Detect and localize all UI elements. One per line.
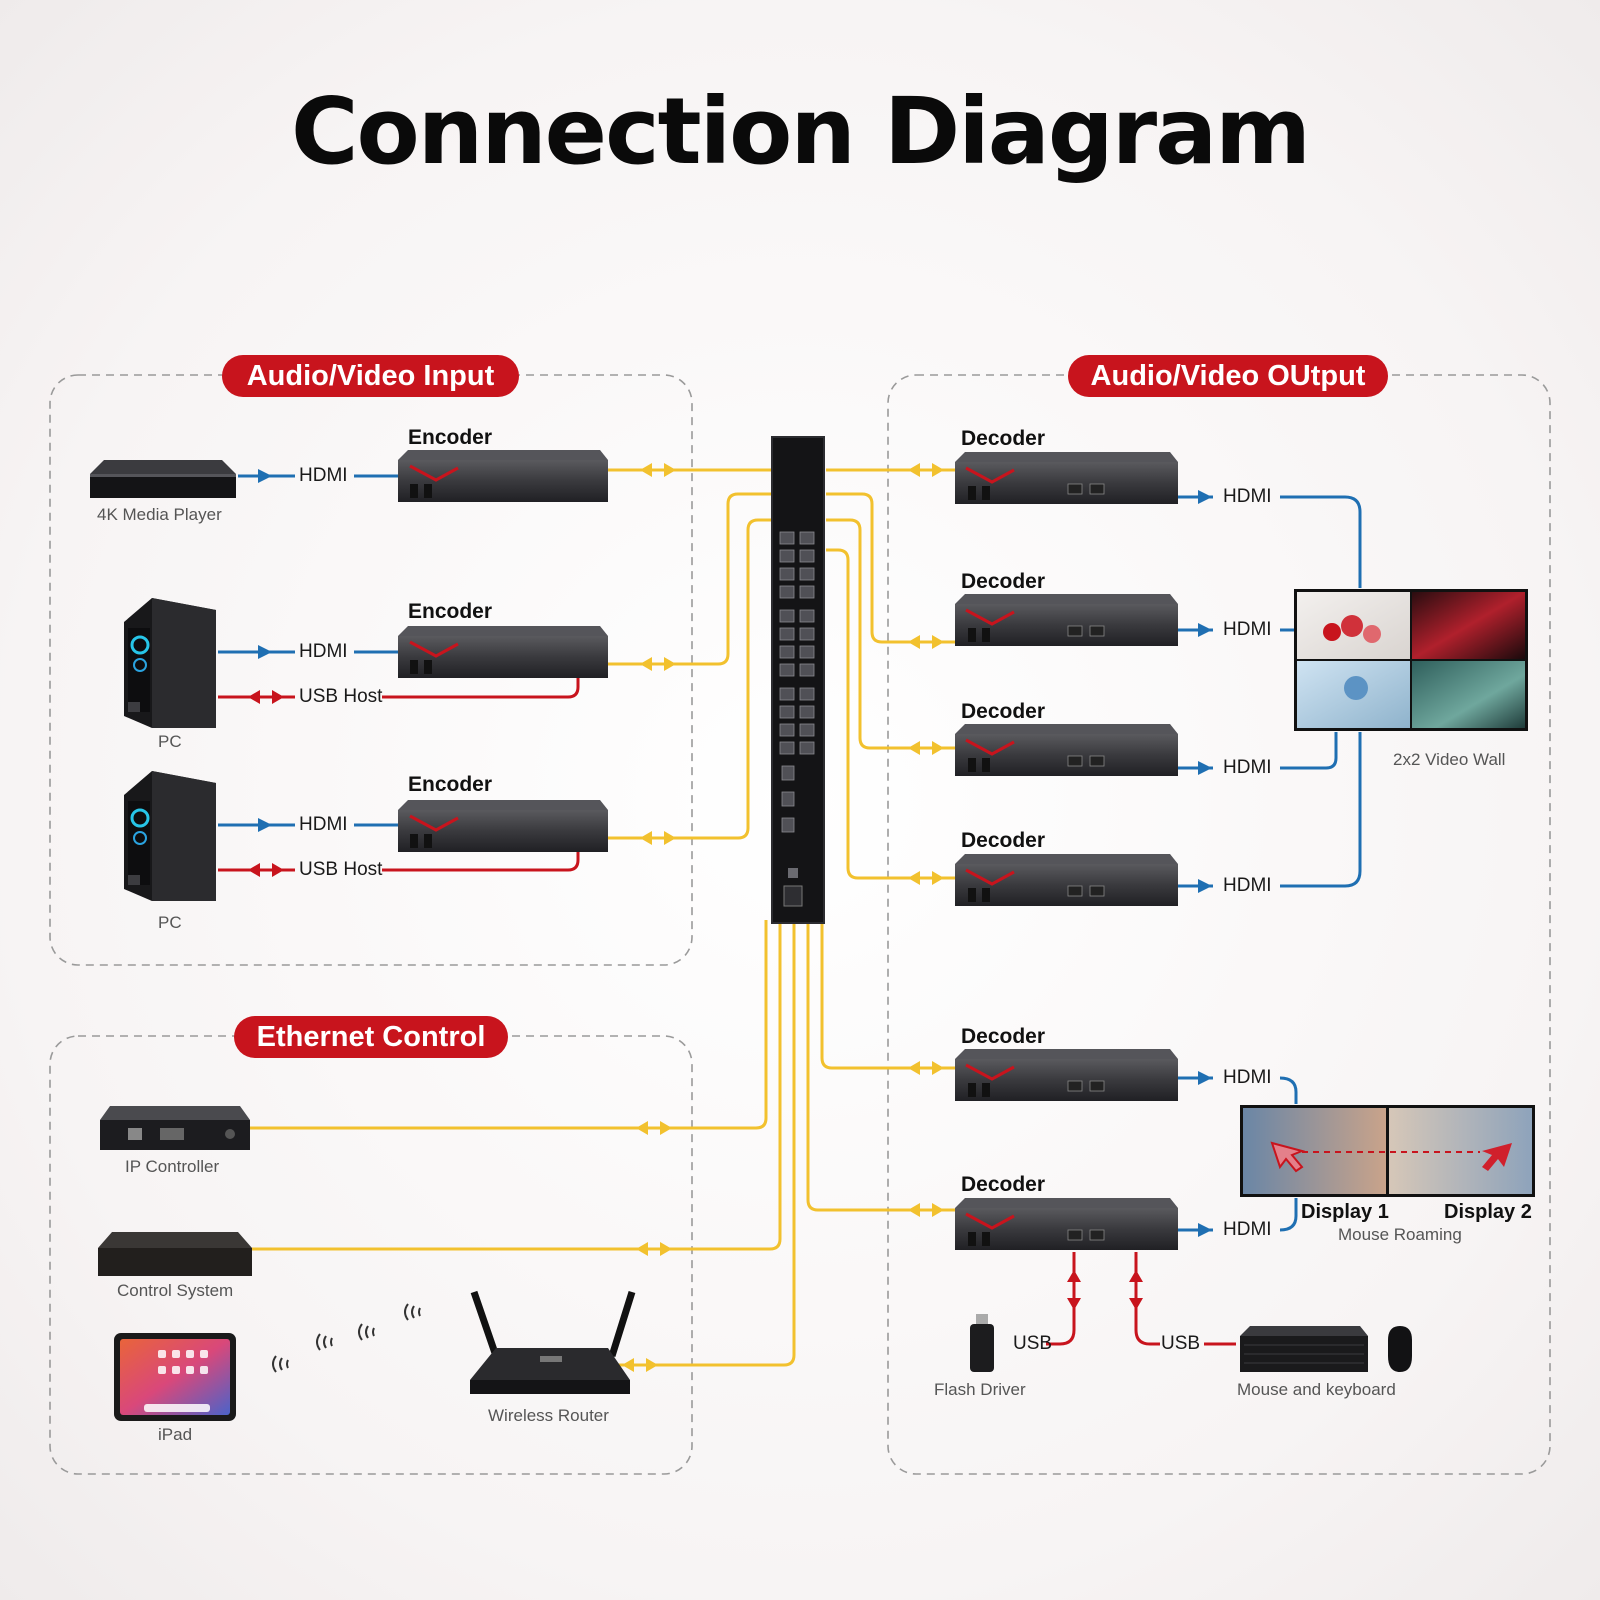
caption-mouse-keyboard: Mouse and keyboard (1237, 1380, 1396, 1399)
encoder-3 (398, 800, 608, 852)
decoder-6 (955, 1198, 1178, 1250)
hdmi-label-decoder-4: HDMI (1223, 875, 1272, 896)
hdmi-label-pc-1: HDMI (299, 641, 348, 662)
usb-label-keyboard: USB (1161, 1333, 1201, 1354)
caption-ipad: iPad (158, 1425, 193, 1444)
decoder-2 (955, 594, 1178, 646)
hdmi-label-media-player: HDMI (299, 465, 348, 486)
caption-pc-1: PC (158, 732, 182, 751)
decoder-1-title: Decoder (961, 427, 1046, 450)
hdmi-arrows (258, 469, 1212, 1237)
decoder-2-title: Decoder (961, 570, 1046, 593)
caption-video-wall: 2x2 Video Wall (1393, 750, 1506, 769)
hdmi-label-decoder-6: HDMI (1223, 1219, 1272, 1240)
network-arrows (622, 463, 944, 1372)
decoder-5-title: Decoder (961, 1025, 1046, 1048)
caption-control-system: Control System (117, 1281, 234, 1300)
decoder-1 (955, 452, 1178, 504)
caption-pc-2: PC (158, 913, 182, 932)
roaming-displays (1240, 1105, 1535, 1197)
page-title: Connection Diagram (290, 78, 1311, 185)
usb-arrows (248, 690, 1143, 1310)
usb-label-flash: USB (1013, 1333, 1053, 1354)
network-cables (250, 468, 955, 1367)
encoder-3-title: Encoder (408, 773, 493, 796)
encoder-1 (398, 450, 608, 502)
flash-drive-device (970, 1314, 994, 1372)
video-wall (1294, 589, 1528, 731)
media-player-device (90, 460, 236, 498)
hdmi-label-pc-2: HDMI (299, 814, 348, 835)
decoder-3-title: Decoder (961, 700, 1046, 723)
caption-media-player: 4K Media Player (97, 505, 222, 524)
caption-display-1: Display 1 (1301, 1201, 1389, 1223)
control-system-device (98, 1232, 252, 1276)
usb-host-label-pc-2: USB Host (299, 859, 383, 880)
pc-tower-1 (124, 598, 216, 728)
decoder-6-title: Decoder (961, 1173, 1046, 1196)
usb-host-label-pc-1: USB Host (299, 686, 383, 707)
input-group-box (49, 374, 693, 966)
pc-tower-2 (124, 771, 216, 901)
output-group-box (887, 374, 1551, 1475)
decoder-4 (955, 854, 1178, 906)
caption-ip-controller: IP Controller (125, 1157, 220, 1176)
network-switch (771, 436, 825, 924)
output-group-label: Audio/Video OUtput (1068, 355, 1388, 397)
caption-mouse-roaming: Mouse Roaming (1338, 1225, 1462, 1244)
hdmi-label-decoder-1: HDMI (1223, 486, 1272, 507)
hdmi-label-decoder-2: HDMI (1223, 619, 1272, 640)
encoder-2 (398, 626, 608, 678)
encoder-2-title: Encoder (408, 600, 493, 623)
hdmi-label-decoder-5: HDMI (1223, 1067, 1272, 1088)
wireless-router-device (470, 1290, 636, 1394)
caption-display-2: Display 2 (1444, 1201, 1532, 1223)
decoder-5 (955, 1049, 1178, 1101)
wifi-signal-icons (272, 1303, 421, 1373)
encoder-1-title: Encoder (408, 426, 493, 449)
hdmi-label-decoder-3: HDMI (1223, 757, 1272, 778)
decoder-3 (955, 724, 1178, 776)
decoder-4-title: Decoder (961, 829, 1046, 852)
caption-wireless-router: Wireless Router (488, 1406, 609, 1425)
ip-controller-device (100, 1106, 250, 1150)
input-group-label: Audio/Video Input (222, 355, 519, 397)
hdmi-cables (218, 474, 1362, 1232)
ipad-device (114, 1333, 236, 1421)
caption-flash-driver: Flash Driver (934, 1380, 1026, 1399)
ethernet-group-box (49, 1035, 693, 1475)
ethernet-group-label: Ethernet Control (234, 1016, 508, 1058)
keyboard-mouse-device (1240, 1326, 1412, 1372)
